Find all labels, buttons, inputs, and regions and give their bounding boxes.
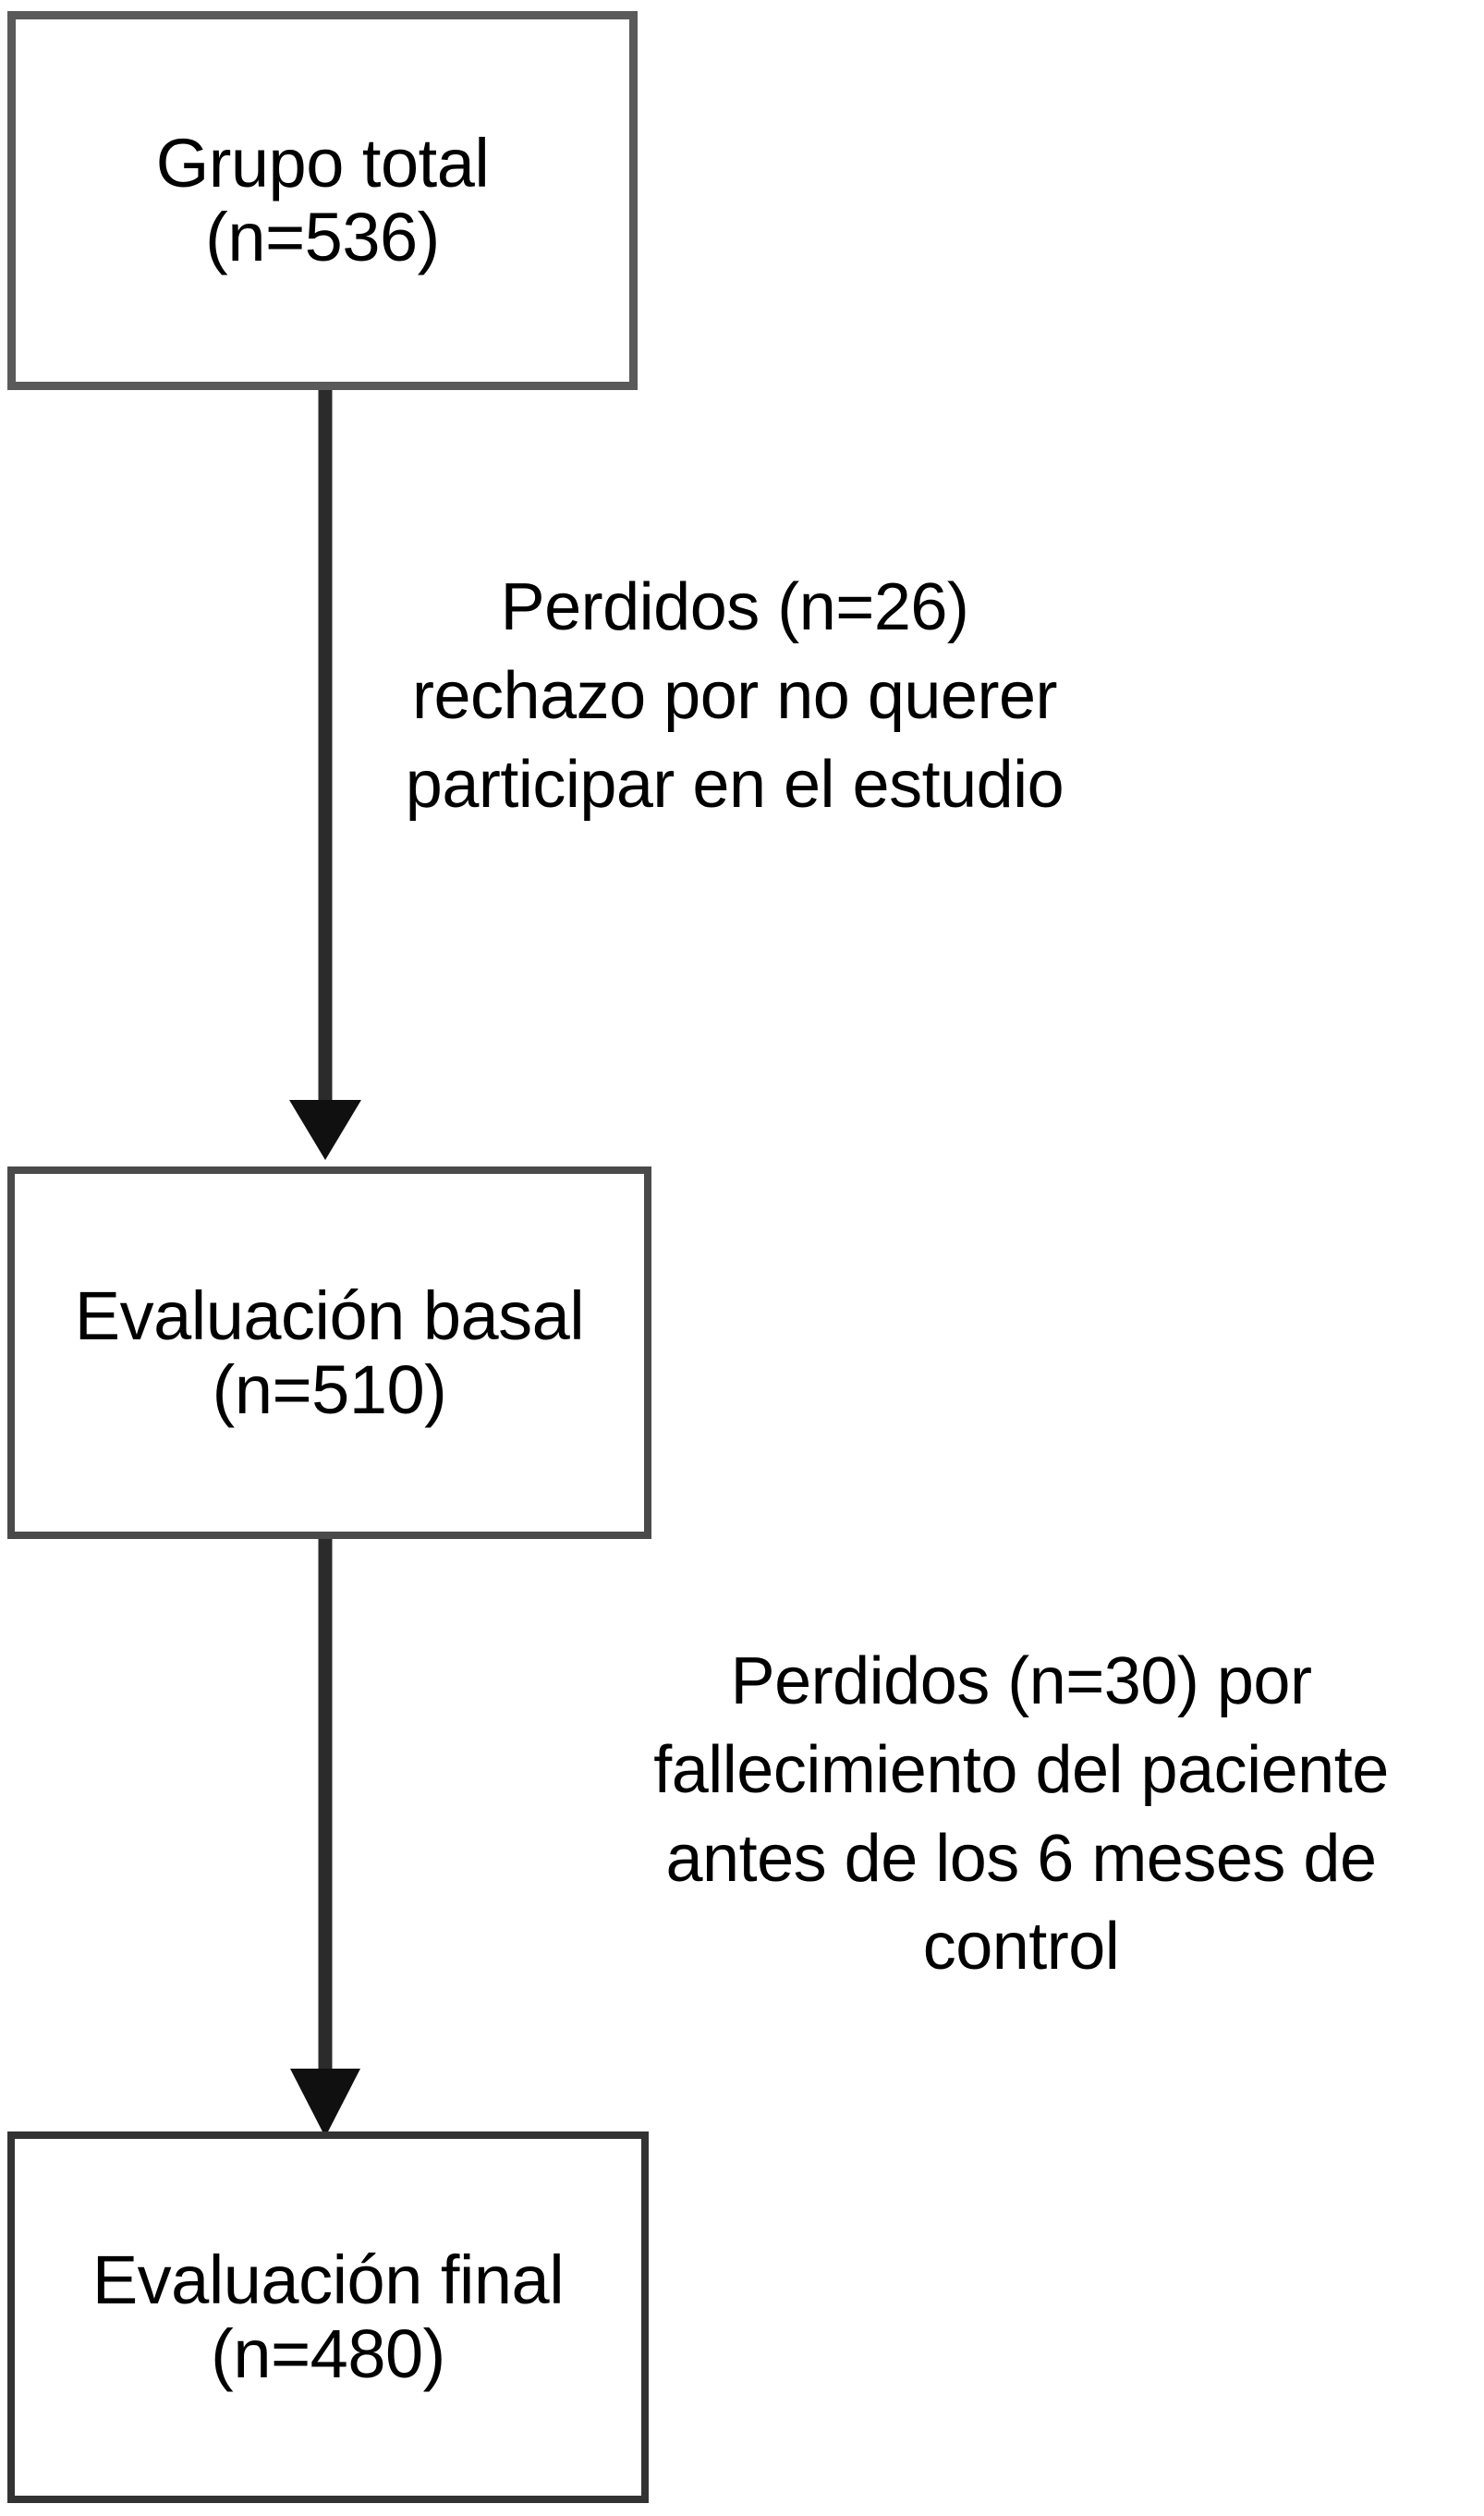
annotation-perdidos-1: Perdidos (n=26) rechazo por no querer pa… — [405, 570, 1064, 822]
node-evaluacion-final: Evaluación final (n=480) — [7, 2131, 649, 2503]
node-grupo-total: Grupo total (n=536) — [7, 11, 638, 390]
node-evaluacion-basal-label: Evaluación basal (n=510) — [74, 1276, 585, 1428]
annotation-perdidos-2: Perdidos (n=30) por fallecimiento del pa… — [653, 1644, 1389, 1985]
node-evaluacion-final-label: Evaluación final (n=480) — [91, 2241, 565, 2392]
node-grupo-total-label: Grupo total (n=536) — [155, 125, 490, 275]
node-evaluacion-basal: Evaluación basal (n=510) — [7, 1166, 651, 1539]
